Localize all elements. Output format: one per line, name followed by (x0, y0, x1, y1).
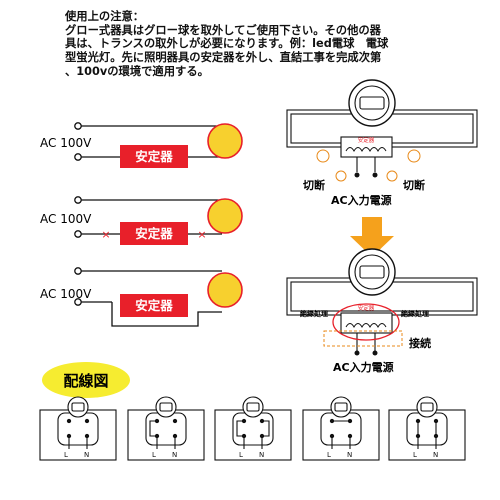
input-terminal (372, 172, 378, 178)
ballast-label: 安定器 (135, 226, 173, 241)
ballast-label: 安定器 (135, 149, 173, 164)
terminal-label-n: N (172, 451, 177, 459)
connect-label: 接続 (409, 336, 431, 350)
ballast-box (120, 145, 188, 168)
ballast-label: 安定器 (135, 298, 173, 313)
wiring-diagram-bypass (74, 267, 243, 327)
cut-mark: × (101, 228, 110, 241)
ballast-small-label: 安定器 (358, 136, 375, 144)
cut-point (316, 149, 330, 163)
arrow-down-icon (350, 217, 394, 257)
lamp-icon (207, 123, 243, 159)
ballast-box (120, 294, 188, 317)
terminal-label-n: N (259, 451, 264, 459)
cut-label-left: 切断 (303, 178, 325, 192)
input-terminal (354, 350, 360, 356)
insulate-label-left: 絶縁処理 (300, 309, 328, 318)
ballast-highlight (332, 303, 400, 341)
connection-box (323, 330, 403, 347)
supply-label: AC 100V (40, 212, 92, 226)
terminal-label-l: L (152, 451, 156, 459)
cut-mark: × (197, 228, 206, 241)
wiring-title-badge (42, 362, 130, 398)
wiring-diagram-cut (74, 196, 243, 238)
cut-point (386, 170, 398, 182)
notice-line: 具は、トランスの取外しが必要になります。例：led電球 電球 (65, 37, 389, 51)
lamp-icon (207, 272, 243, 308)
supply-label: AC 100V (40, 287, 92, 301)
ac-input-label: AC入力電源 (331, 193, 392, 207)
cut-point (335, 170, 347, 182)
supply-label: AC 100V (40, 136, 92, 150)
notice-line: 使用上の注意： (65, 10, 145, 23)
lamp-icon (207, 198, 243, 234)
cut-label-right: 切断 (403, 178, 425, 192)
usage-notice: 使用上の注意： グロー式器具はグロー球を取外してご使用下さい。その他の器 具は、… (65, 10, 495, 79)
notice-line: 、100vの環境で適用する。 (65, 64, 209, 78)
notice-line: グロー式器具はグロー球を取外してご使用下さい。その他の器 (65, 23, 381, 37)
insulate-label-right: 絶縁処理 (401, 309, 429, 318)
terminal-label-n: N (84, 451, 89, 459)
terminal-label-l: L (413, 451, 417, 459)
ballast-box (120, 222, 188, 245)
fixture-diagram-bottom (286, 248, 478, 353)
input-terminal (372, 350, 378, 356)
terminal-label-l: L (64, 451, 68, 459)
terminal-label-l: L (239, 451, 243, 459)
terminal-label-n: N (347, 451, 352, 459)
ac-input-label: AC入力電源 (333, 360, 394, 374)
cut-point (407, 149, 421, 163)
input-terminal (354, 172, 360, 178)
ballast-small-label: 安定器 (358, 304, 375, 312)
terminal-label-n: N (433, 451, 438, 459)
notice-line: 型蛍光灯。先に照明器具の安定器を外し、直結工事を完成次第 (65, 51, 382, 65)
terminal-label-l: L (327, 451, 331, 459)
fixture-diagram-top (286, 79, 478, 172)
wiring-title: 配線図 (63, 372, 108, 390)
